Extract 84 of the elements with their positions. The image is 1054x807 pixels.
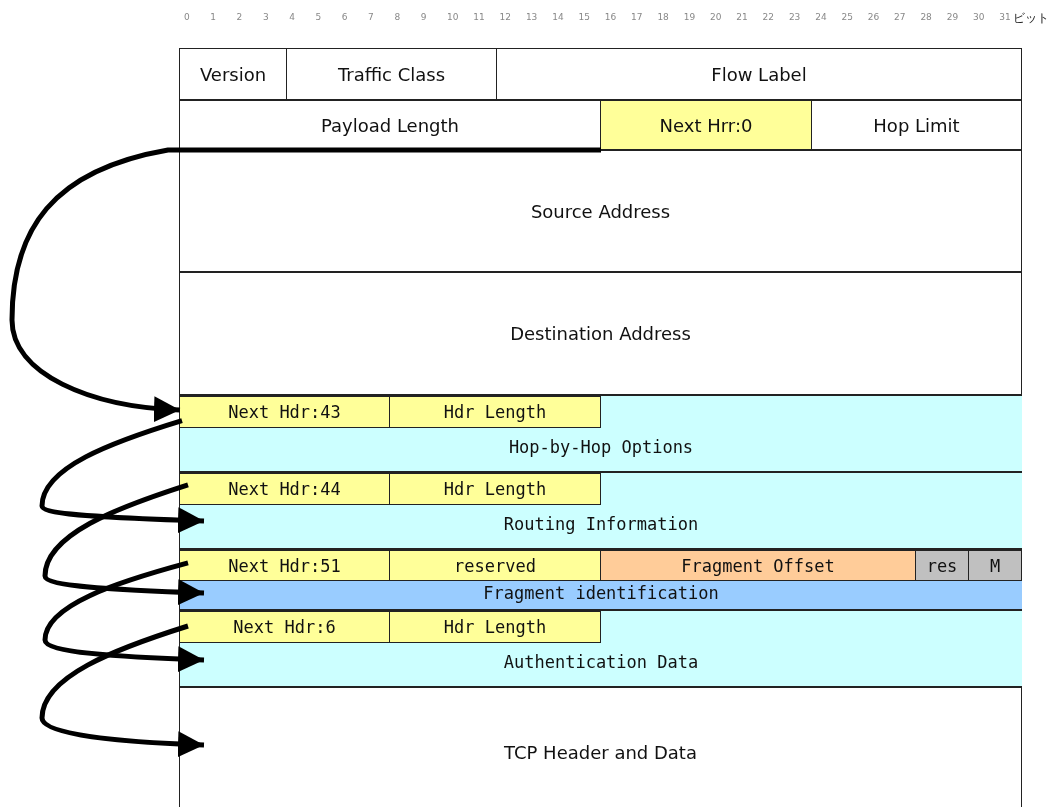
header-field: [390, 473, 601, 505]
bit-number: 19: [683, 12, 696, 22]
field-label: Routing Information: [503, 514, 699, 534]
bit-number: 4: [289, 12, 295, 22]
header-field: [390, 611, 601, 643]
extension-header-band: [180, 472, 1022, 549]
header-field: [390, 550, 601, 581]
arrow: [42, 560, 205, 673]
arrow: [39, 623, 205, 757]
bit-unit-label: ビット: [1012, 10, 1049, 27]
field-label: res: [926, 555, 958, 576]
arrow: [9, 147, 601, 422]
field-label: Payload Length: [321, 114, 459, 136]
header-field: [180, 48, 287, 100]
field-label: Source Address: [530, 200, 671, 222]
field-label: Destination Address: [510, 323, 691, 344]
field-label: Hdr Length: [443, 617, 547, 637]
field-label: M: [989, 555, 1001, 576]
header-field: [180, 100, 601, 150]
header-field: [390, 396, 601, 428]
header-field: [601, 100, 812, 150]
bit-number: 18: [657, 12, 669, 22]
bit-number: 31: [999, 12, 1011, 22]
bit-number: 26: [867, 12, 880, 22]
bit-number: 20: [710, 12, 722, 22]
bit-number: 0: [184, 12, 190, 22]
header-field: [916, 550, 969, 581]
bit-number: 5: [315, 12, 322, 22]
bit-number: 22: [762, 12, 775, 22]
bit-number: 15: [578, 12, 590, 22]
field-label: Fragment identification: [483, 583, 719, 603]
bit-number: 29: [946, 12, 959, 22]
bit-number: 30: [973, 12, 985, 22]
bit-number: 9: [420, 12, 427, 22]
field-label: reserved: [454, 555, 536, 576]
field-label: Next Hdr:43: [228, 402, 341, 422]
field-label: Hop Limit: [873, 114, 960, 136]
header-field: [812, 100, 1022, 150]
bit-number: 16: [604, 12, 617, 22]
bit-number: 2: [236, 12, 243, 22]
bit-number: 3: [262, 12, 269, 22]
bit-number: 6: [341, 12, 348, 22]
field-label: TCP Header and Data: [504, 741, 697, 763]
bit-number: 24: [815, 12, 827, 22]
bit-number: 13: [525, 12, 538, 22]
field-label: Flow Label: [711, 63, 807, 85]
header-field: [180, 550, 390, 581]
field-label: Traffic Class: [337, 63, 446, 85]
bit-number: 21: [736, 12, 748, 22]
extension-header-band: [180, 395, 1022, 472]
header-field: [969, 550, 1022, 581]
header-field: [180, 473, 390, 505]
bit-number: 1: [210, 12, 217, 22]
bit-number: 28: [920, 12, 932, 22]
header-field: [180, 611, 390, 643]
field-label: Hop-by-Hop Options: [508, 437, 694, 457]
header-field: [287, 48, 497, 100]
field-label: Authentication Data: [503, 652, 699, 672]
header-field: [601, 550, 916, 581]
arrow: [39, 418, 205, 534]
header-field: [180, 272, 1022, 395]
field-label: Hdr Length: [443, 479, 547, 499]
bit-number: 8: [394, 12, 401, 22]
header-field: [180, 396, 390, 428]
bit-number: 23: [788, 12, 801, 22]
arrow: [42, 482, 205, 606]
field-label: Fragment Offset: [681, 555, 835, 576]
field-label: Next Hdr:6: [233, 617, 336, 637]
field-label: Next Hdr:44: [228, 479, 341, 499]
bit-number: 11: [473, 12, 485, 22]
extension-header-band: [180, 549, 1022, 610]
bit-number: 12: [499, 12, 512, 22]
field-label: Next Hrr:0: [659, 114, 753, 136]
field-label: Next Hdr:51: [228, 555, 341, 576]
bit-number: 7: [368, 12, 374, 22]
bit-number: 14: [552, 12, 564, 22]
extension-header-band: [180, 610, 1022, 687]
bit-number: 10: [447, 12, 459, 22]
bit-number: 27: [894, 12, 906, 22]
bit-number: 25: [841, 12, 853, 22]
field-label: Version: [199, 63, 267, 85]
bit-number: 17: [631, 12, 643, 22]
field-label: Hdr Length: [443, 402, 547, 422]
header-field: [180, 150, 1022, 272]
